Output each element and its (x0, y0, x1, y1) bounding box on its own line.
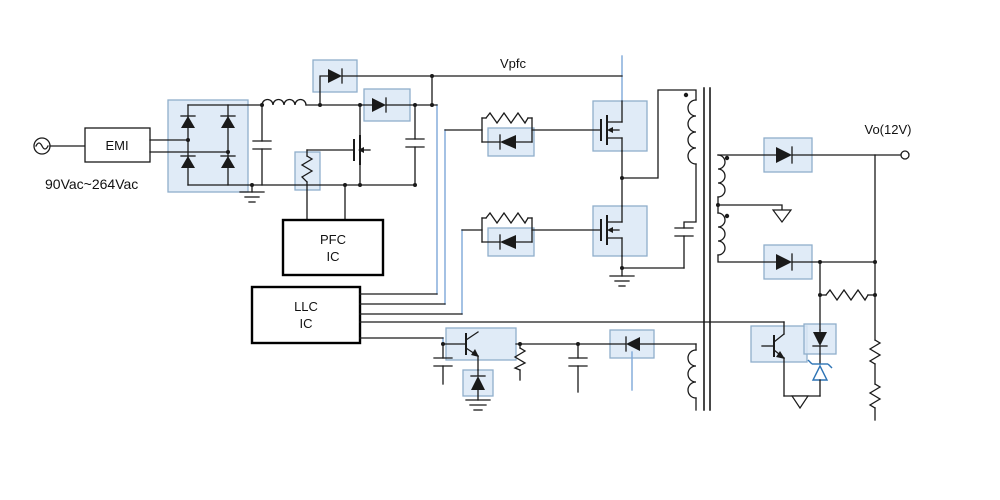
zener-shunt (465, 369, 491, 411)
accent-wires (436, 55, 633, 391)
feedback-led (812, 329, 828, 365)
primary-polarity-dot (683, 92, 689, 98)
bulk-capacitor (405, 104, 425, 186)
bridge-rectifier-highlight (167, 99, 249, 193)
secondary2-polarity-dot (724, 213, 730, 219)
feedback-divider (819, 261, 882, 421)
pfc-ic-block: PFC IC (281, 218, 385, 277)
output-rectifier-diode-1 (717, 146, 901, 164)
gate-drive-network-1 (444, 111, 602, 150)
aux-winding (687, 349, 697, 399)
aux-rectifier-diode (515, 336, 697, 352)
vpfc-label: Vpfc (500, 56, 527, 71)
bridge-rectifier (180, 104, 416, 186)
half-bridge-mosfet-low (600, 205, 623, 257)
pfc-boost-diode-2 (372, 75, 438, 113)
secondary-winding-2 (717, 212, 726, 256)
half-bridge-mosfet-high (600, 100, 623, 152)
input-capacitor (252, 104, 272, 186)
shunt-regulator (433, 331, 479, 385)
input-range-label: 90Vac~264Vac (45, 176, 138, 192)
pfc-inductor (261, 98, 373, 106)
aux-filter-capacitor (568, 343, 588, 393)
ac-source (33, 137, 86, 155)
vout-label: Vo(12V) (865, 122, 912, 137)
pfc-gate-resistor (300, 149, 314, 221)
llc-ground (609, 267, 635, 287)
emi-filter-block: EMI (84, 127, 229, 163)
llc-ic-label-1: LLC (294, 299, 318, 314)
gate-drive-network-2 (461, 211, 602, 250)
output-terminal (900, 150, 910, 160)
pfc-mosfet (306, 104, 371, 186)
optocoupler (761, 321, 785, 397)
feedback-ground-triangle (790, 395, 810, 410)
llc-ic-block: LLC IC (250, 285, 785, 345)
junction-dots (186, 74, 877, 346)
highlight-boxes (167, 59, 837, 397)
secondary-winding-1 (717, 154, 726, 198)
mosfet-high-highlight (592, 100, 648, 152)
resonant-capacitor (674, 163, 697, 269)
pfc-ic-label-2: IC (327, 249, 340, 264)
primary-winding (687, 99, 697, 165)
llc-ic-label-2: IC (300, 316, 313, 331)
pfc-ic-label-1: PFC (320, 232, 346, 247)
aux-winding-circuit (687, 343, 697, 411)
output-rectifier-diode-2 (717, 154, 876, 271)
center-tap-ground (717, 204, 793, 223)
ac-sine-icon (35, 142, 49, 150)
transformer (683, 87, 730, 411)
pfc-boost-diode-1 (319, 68, 623, 106)
secondary1-polarity-dot (724, 155, 730, 161)
feedback-zener (783, 359, 833, 410)
emi-label: EMI (105, 138, 128, 153)
